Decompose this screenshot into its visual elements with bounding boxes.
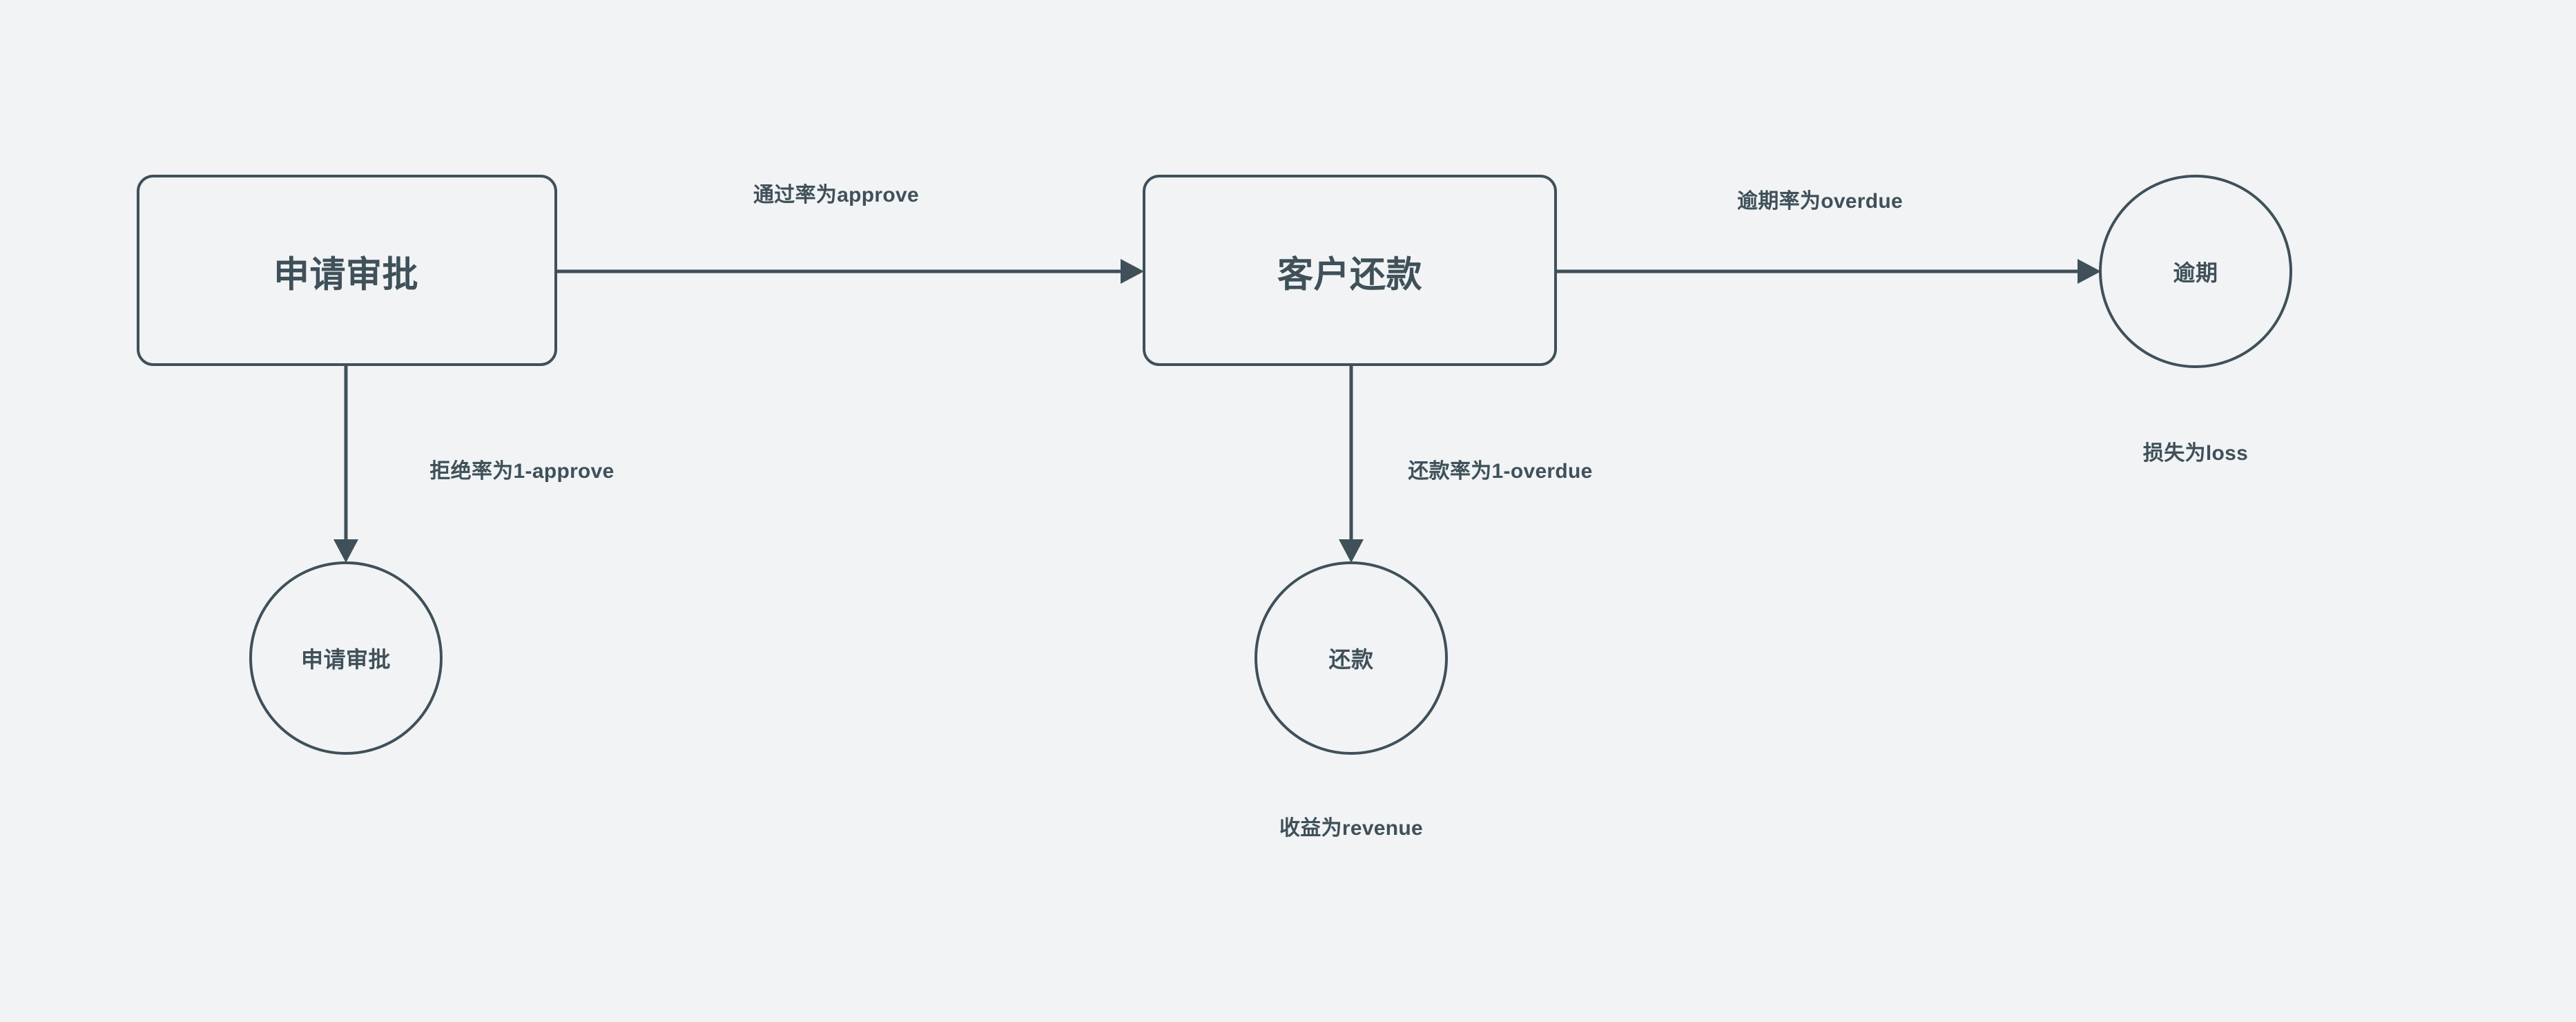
outcome-caption-revenue: 收益为revenue <box>1279 817 1424 840</box>
arrow-head-reject <box>333 539 358 563</box>
arrow-head-overdue <box>2078 259 2101 284</box>
edge-label-overdue: 逾期率为overdue <box>1736 190 1904 213</box>
edge-label-repay: 还款率为1-overdue <box>1408 460 1593 483</box>
node-label-apply-review: 申请审批 <box>273 255 419 296</box>
node-label-rejected: 申请审批 <box>300 647 391 672</box>
node-label-customer-repay: 客户还款 <box>1277 255 1423 296</box>
node-label-repaid: 还款 <box>1328 647 1374 672</box>
outcome-caption-loss: 损失为loss <box>2142 442 2249 465</box>
edge-label-reject: 拒绝率为1-approve <box>429 460 614 483</box>
edge-label-approve: 通过率为approve <box>753 184 920 206</box>
arrow-head-approve <box>1121 259 1144 284</box>
node-label-overdue: 逾期 <box>2173 260 2218 285</box>
arrow-head-repay <box>1339 539 1364 563</box>
